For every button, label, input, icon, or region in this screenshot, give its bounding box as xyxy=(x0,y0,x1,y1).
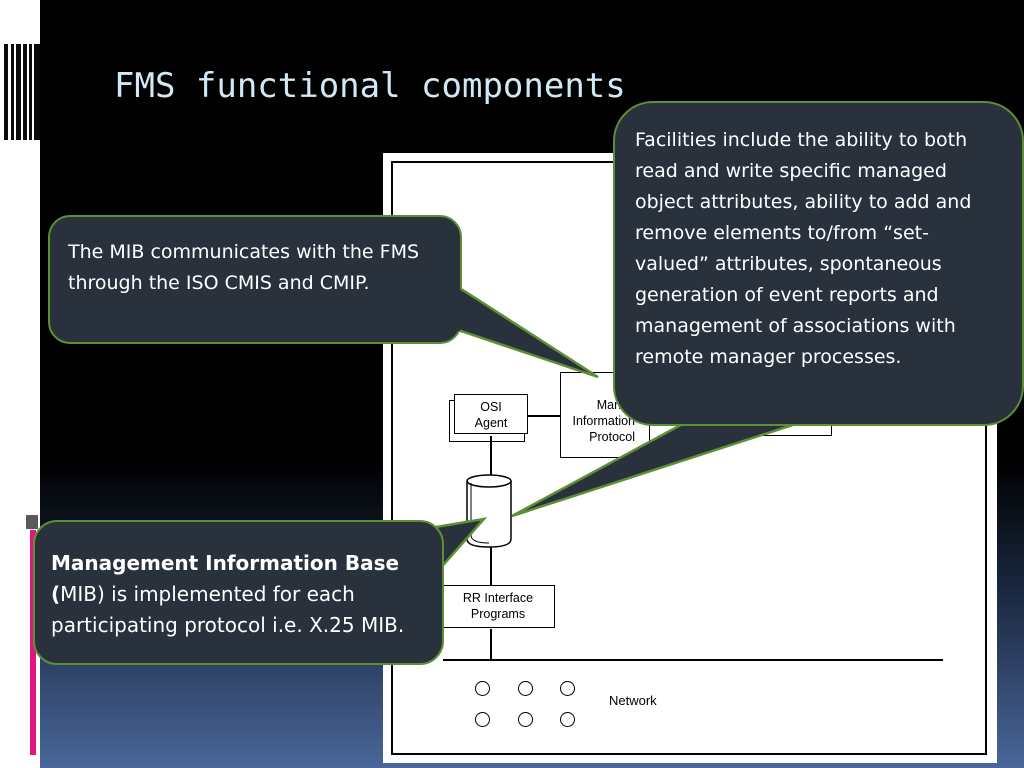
network-node xyxy=(560,681,575,696)
callout-mib-cmis-text: The MIB communicates with the FMS throug… xyxy=(68,241,420,294)
rr-line1: RR Interface xyxy=(462,591,534,605)
osi-agent-line2: Agent xyxy=(474,416,508,430)
callout-mib: Management Information Base (MIB) is imp… xyxy=(33,520,444,665)
osi-agent-box: OSI Agent xyxy=(454,394,528,434)
decor-accent-block xyxy=(26,515,38,529)
callout-mib-cmis: The MIB communicates with the FMS throug… xyxy=(48,215,599,379)
network-bus xyxy=(443,659,943,661)
page-title: FMS functional components xyxy=(114,66,626,106)
cmip-line3: Information xyxy=(572,414,635,428)
osi-agent-line1: OSI xyxy=(480,400,502,414)
callout-facilities-text: Facilities include the ability to both r… xyxy=(635,129,972,368)
network-node xyxy=(518,681,533,696)
rr-network-connector xyxy=(490,629,492,659)
rr-interface-box: RR Interface Programs xyxy=(441,585,555,628)
callout-mib-text: MIB) is implemented for each participati… xyxy=(51,582,405,637)
osi-cmip-connector xyxy=(528,415,560,417)
network-node xyxy=(518,712,533,727)
network-node xyxy=(475,712,490,727)
mib-rr-connector xyxy=(490,547,492,585)
callout-pointer xyxy=(450,282,599,379)
decor-bars xyxy=(4,44,40,140)
callout-facilities: Facilities include the ability to both r… xyxy=(613,101,1024,426)
network-label: Network xyxy=(609,693,657,708)
rr-line2: Programs xyxy=(470,607,526,621)
cmip-line4: Protocol xyxy=(589,430,635,444)
callout-mib-bold: Management Information Base ( xyxy=(51,551,400,606)
mib-database-icon xyxy=(466,474,512,548)
agent-mib-connector xyxy=(490,436,492,476)
network-node xyxy=(475,681,490,696)
network-node xyxy=(560,712,575,727)
